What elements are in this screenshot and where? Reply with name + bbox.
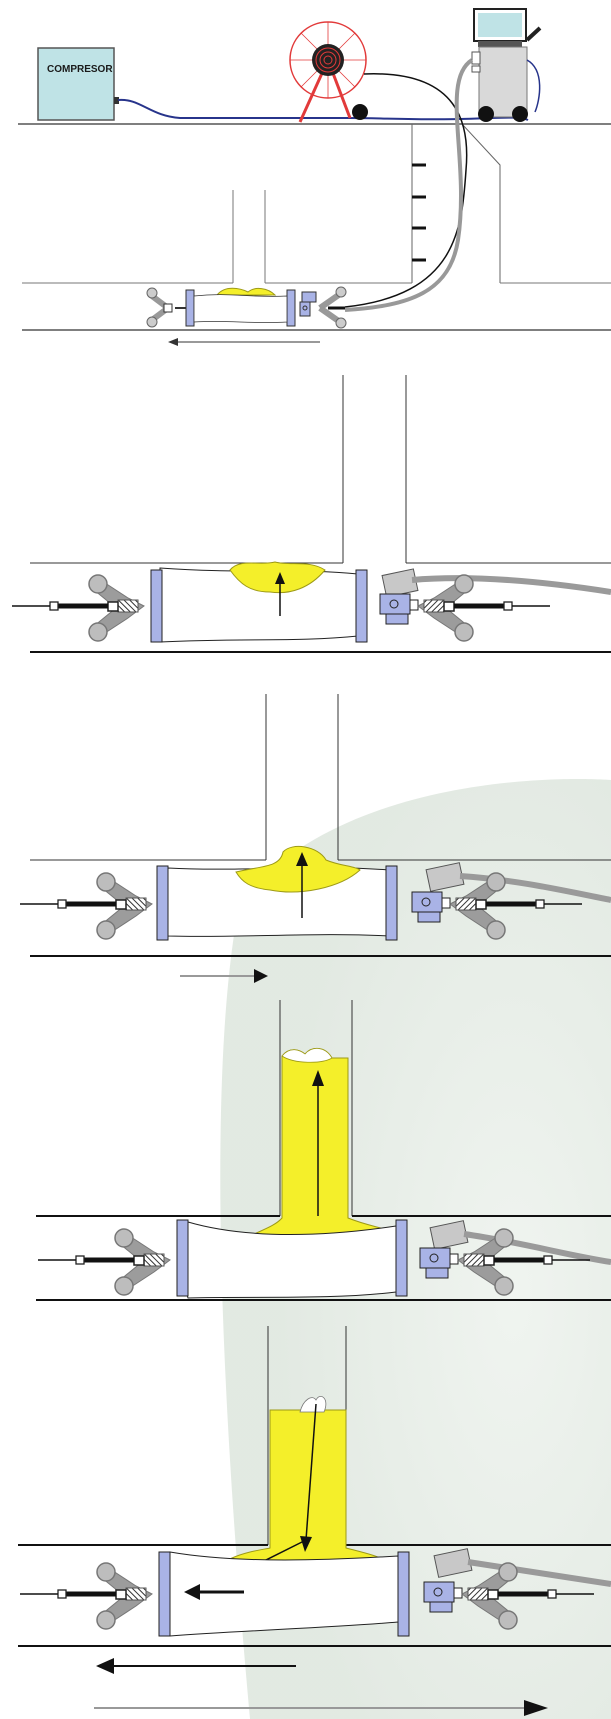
robot-cutter-icon <box>411 862 611 923</box>
step-panel-4 <box>18 1326 611 1716</box>
direction-arrow <box>94 1700 548 1716</box>
overview-panel: COMPRESOR <box>18 8 611 346</box>
step-panel-1 <box>12 375 611 653</box>
direction-arrow <box>96 1658 296 1674</box>
left-robot-icon <box>12 575 144 641</box>
direction-arrow <box>180 969 268 983</box>
right-robot-icon <box>418 575 550 641</box>
robot-cutter-icon <box>379 568 611 625</box>
compressor-label: COMPRESOR <box>47 64 113 75</box>
small-packer-icon <box>146 286 347 329</box>
left-robot-icon <box>20 1563 152 1629</box>
step-panel-2 <box>20 694 611 983</box>
direction-arrow <box>184 1584 244 1600</box>
step-panel-3 <box>36 1000 611 1301</box>
robot-cutter-icon <box>423 1548 611 1613</box>
left-robot-icon <box>38 1229 170 1295</box>
control-unit-icon <box>471 8 542 122</box>
packer-icon <box>158 1551 410 1637</box>
manhole-steps <box>412 163 426 262</box>
compressor-icon: COMPRESOR <box>37 47 119 121</box>
packer-icon <box>176 1219 408 1299</box>
cable-reel-icon <box>289 21 368 123</box>
direction-arrow <box>168 338 320 346</box>
packer-icon <box>150 561 368 643</box>
left-robot-icon <box>20 873 152 939</box>
robot-cutter-icon <box>419 1220 611 1279</box>
packer-icon <box>156 845 398 941</box>
